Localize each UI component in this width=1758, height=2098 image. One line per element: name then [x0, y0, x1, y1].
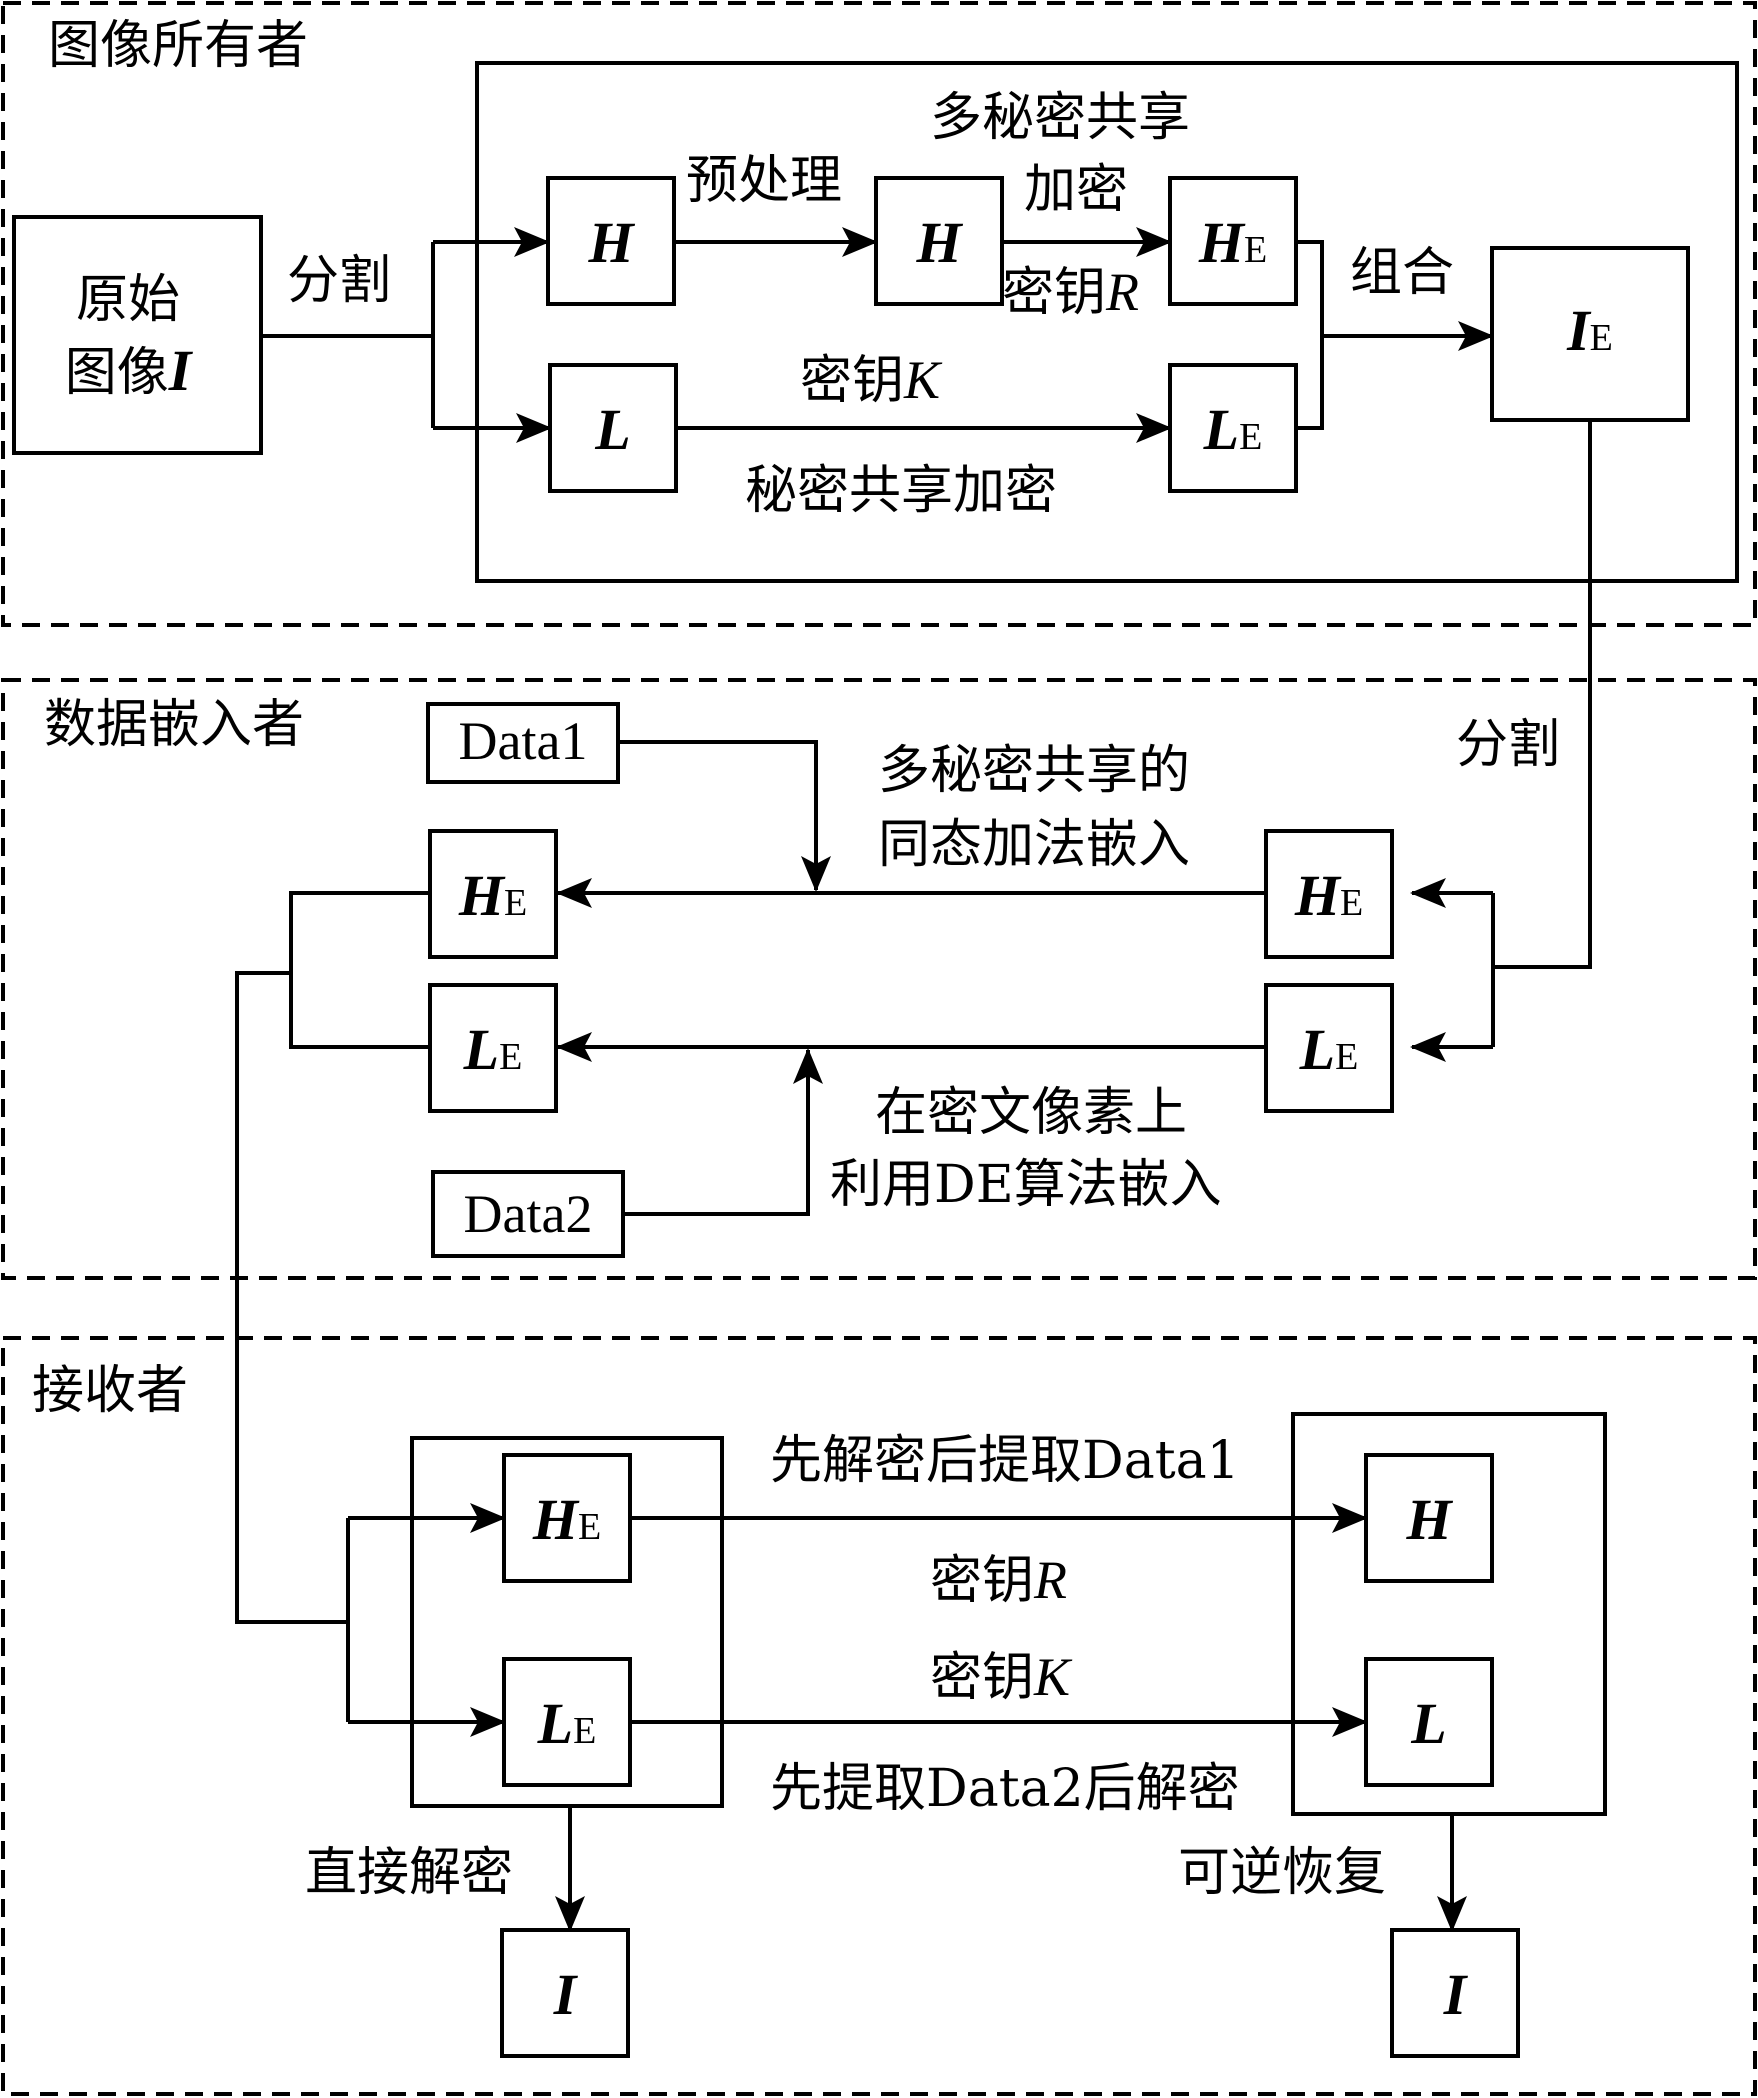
homo-embed-label-line1: 多秘密共享的 [878, 741, 1190, 801]
l-label: L [594, 397, 630, 462]
l-block [548, 363, 678, 493]
receiver-output-frame [1291, 1412, 1607, 1816]
key-k-label: 密钥K [800, 350, 943, 411]
receiver-l-label: L [1410, 1691, 1446, 1756]
reversible-result-block [1390, 1928, 1520, 2058]
receiver-section-frame [1, 1336, 1757, 2096]
de-embed-label-line2: 利用DE算法嵌入 [830, 1155, 1222, 1215]
direct-result-label: I [553, 1962, 579, 2027]
data2-label: Data2 [464, 1184, 593, 1244]
le-right-label: LE [1299, 1017, 1359, 1082]
he-block [1168, 176, 1298, 306]
reversible-result-label: I [1443, 1962, 1469, 2027]
direct-decrypt-label: 直接解密 [305, 1843, 513, 1903]
original-image-label-line1: 原始 [76, 270, 180, 330]
he-right-block [1264, 829, 1394, 959]
ie-label: IE [1566, 298, 1613, 363]
receiver-h-label: H [1405, 1487, 1453, 1552]
le-label: LE [1203, 397, 1263, 462]
original-image-label-line2: 图像I [65, 338, 194, 403]
split-label: 分割 [287, 251, 391, 311]
h-preprocessed-label: H [915, 210, 963, 275]
embedder-output-bracket [289, 891, 430, 1049]
reversible-label: 可逆恢复 [1178, 1843, 1386, 1903]
decrypt-first-label: 先解密后提取Data1 [770, 1431, 1240, 1491]
secret-share-encrypt-label: 秘密共享加密 [745, 461, 1057, 521]
receiver-key-r-label: 密钥R [930, 1550, 1067, 1611]
embedder-section-frame [1, 678, 1757, 1280]
embedder-split-label: 分割 [1456, 715, 1560, 775]
he-label: HE [1198, 210, 1267, 275]
receiver-key-k-label: 密钥K [930, 1647, 1073, 1708]
receiver-le-label: LE [537, 1691, 597, 1756]
combine-bracket [1296, 240, 1324, 430]
arrow-data1-in [618, 740, 831, 892]
multi-secret-label-line1: 多秘密共享 [930, 88, 1190, 148]
le-right-block [1264, 983, 1394, 1113]
owner-section-title: 图像所有者 [48, 16, 308, 76]
h-block [546, 176, 676, 306]
de-embed-label-line1: 在密文像素上 [875, 1083, 1187, 1143]
direct-result-block [500, 1928, 630, 2058]
embedder-to-receiver-line [235, 971, 348, 1624]
combine-label: 组合 [1350, 243, 1454, 303]
data2-box [431, 1170, 625, 1258]
preprocess-label: 预处理 [686, 151, 842, 211]
he-right-label: HE [1294, 863, 1363, 928]
le-left-block [428, 983, 558, 1113]
extract-first-label: 先提取Data2后解密 [770, 1759, 1240, 1819]
receiver-input-frame [410, 1436, 724, 1808]
arrow-data2-in [623, 1048, 823, 1216]
receiver-section-title: 接收者 [32, 1361, 188, 1421]
homo-embed-label-line2: 同态加法嵌入 [878, 815, 1190, 875]
receiver-l-block [1364, 1657, 1494, 1787]
owner-section-frame [1, 1, 1757, 627]
ie-to-embedder-line [1493, 420, 1592, 969]
embedder-section-title: 数据嵌入者 [44, 695, 304, 755]
h-preprocessed-block [874, 176, 1004, 306]
original-image-box [12, 215, 263, 455]
key-r-label: 密钥R [1002, 262, 1139, 323]
multi-secret-label-line2: 加密 [1024, 160, 1128, 220]
ie-block [1490, 246, 1690, 422]
data1-box [426, 702, 620, 784]
receiver-h-block [1364, 1453, 1494, 1583]
receiver-he-label: HE [532, 1487, 601, 1552]
le-left-label: LE [463, 1017, 523, 1082]
data1-label: Data1 [459, 711, 588, 771]
encryption-frame [475, 61, 1739, 583]
he-left-label: HE [458, 863, 527, 928]
h-label: H [587, 210, 635, 275]
